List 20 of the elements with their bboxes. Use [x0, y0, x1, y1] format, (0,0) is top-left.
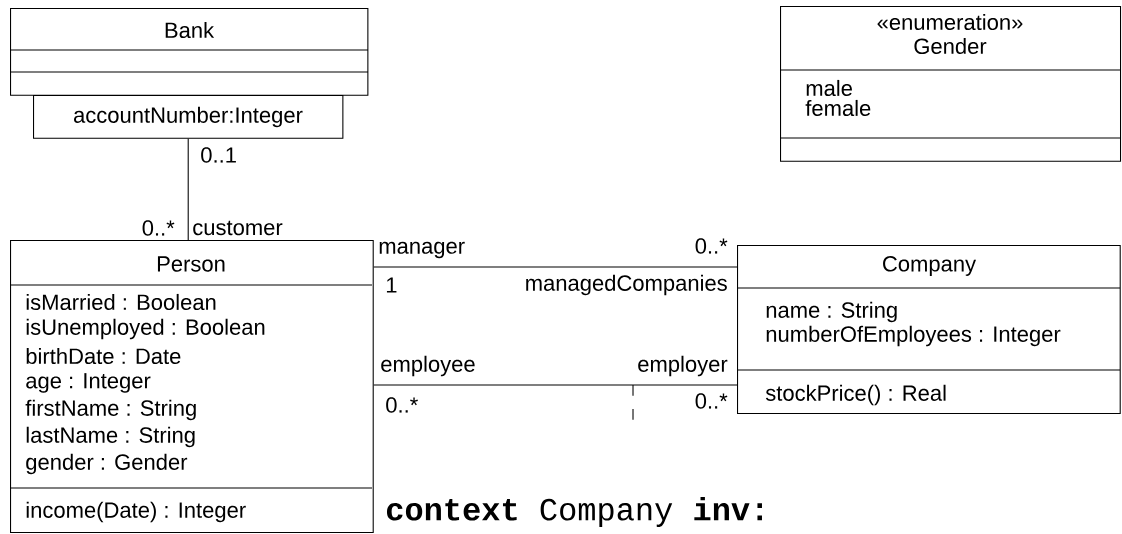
multiplicity: 1	[386, 277, 397, 293]
multiplicity: 0..*	[695, 238, 728, 254]
enumeration-box: «enumeration» Gender male female	[779, 6, 1122, 162]
role-name: employer	[638, 355, 728, 377]
class-box: Person isMarried : Boolean isUnemployed : Boolean birthDate : Date age : Integer firstName : String lastName : String gender : Gender income(Date) : Integer	[9, 240, 374, 534]
multiplicity: 0..1	[201, 147, 236, 163]
role-name: managedCompanies	[526, 274, 727, 296]
role-name: customer	[193, 220, 283, 236]
qualifier-box: accountNumber:Integer	[33, 95, 344, 139]
multiplicity: 0..*	[142, 220, 175, 236]
ocl-expression: context Company inv:	[387, 497, 762, 527]
class-box: Bank	[9, 8, 369, 96]
association-line	[373, 266, 738, 268]
association-line	[187, 138, 189, 241]
association-line	[373, 384, 738, 386]
role-name: employee	[381, 355, 475, 377]
multiplicity: 0..*	[695, 393, 728, 409]
class-box: Company name : String numberOfEmployees : Integer stockPrice() : Real	[736, 245, 1121, 415]
role-name: manager	[379, 241, 465, 259]
multiplicity: 0..*	[386, 397, 418, 413]
